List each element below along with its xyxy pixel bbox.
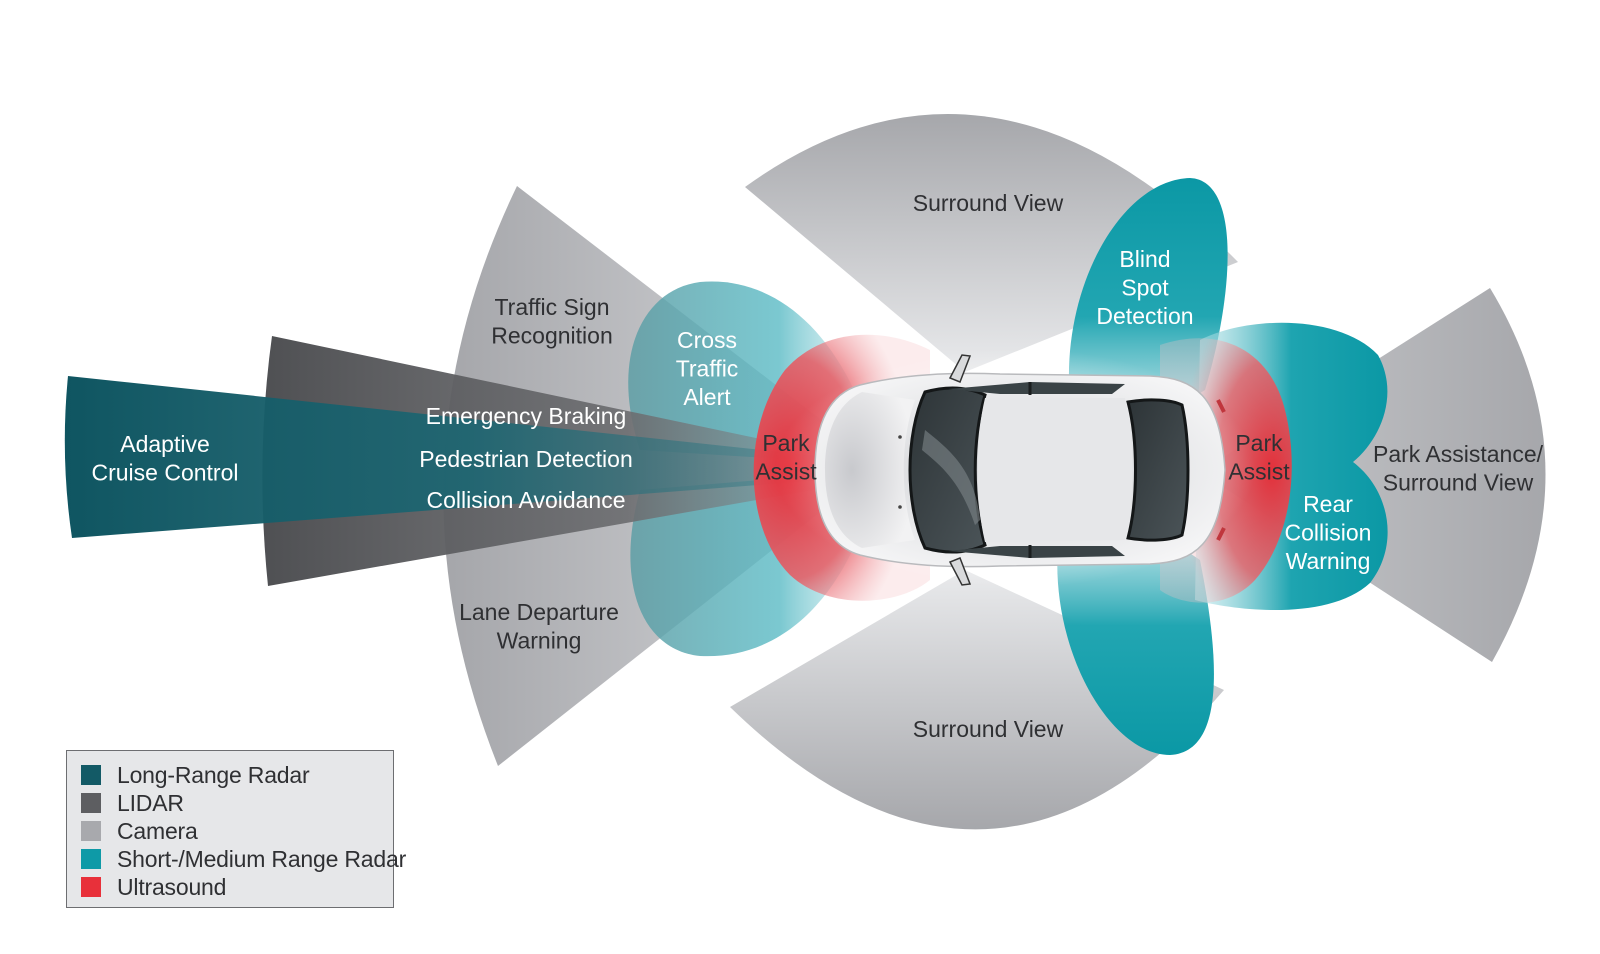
legend-item-ultrasound: Ultrasound — [81, 873, 393, 901]
car-tail-light-top — [1216, 399, 1226, 413]
car-tail-light-bottom — [1216, 527, 1226, 541]
legend-swatch — [81, 821, 101, 841]
legend-label: Long-Range Radar — [117, 761, 310, 788]
legend-item-short-medium-range-radar: Short-/Medium Range Radar — [81, 845, 406, 873]
label-collision-avoidance-line: Collision Avoidance — [426, 487, 625, 513]
label-collision-avoidance: Collision Avoidance — [426, 487, 625, 513]
legend-swatch — [81, 765, 101, 785]
label-park-assist-front-line: Park — [762, 430, 810, 456]
label-lane-departure-warning-line: Lane Departure — [459, 599, 619, 625]
car-windshield-reflection — [922, 430, 980, 525]
label-surround-view-top: Surround View — [913, 190, 1064, 216]
car-roof — [977, 398, 1133, 542]
label-adaptive-cruise-control-line: Adaptive — [120, 431, 210, 457]
label-adaptive-cruise-control-line: Cruise Control — [92, 460, 239, 486]
camera-rear-zone — [1200, 288, 1546, 662]
car-mirror-top — [948, 354, 972, 383]
car-mirror-bottom — [948, 557, 972, 586]
label-surround-view-bottom-line: Surround View — [913, 716, 1064, 742]
legend: Long-Range Radar LIDAR Camera Short-/Med… — [66, 750, 406, 908]
label-park-assist-rear-line: Park — [1235, 430, 1283, 456]
car-side-window-top — [948, 382, 1125, 394]
label-park-assist-front-line: Assist — [755, 459, 817, 485]
label-cross-traffic-alert-line: Traffic — [676, 356, 739, 382]
legend-swatch — [81, 849, 101, 869]
label-lane-departure-warning-line: Warning — [497, 628, 582, 654]
label-park-assist-rear-line: Assist — [1228, 459, 1290, 485]
label-rear-collision-warning-line: Collision — [1285, 520, 1372, 546]
label-cross-traffic-alert-line: Alert — [683, 384, 731, 410]
legend-label: Short-/Medium Range Radar — [117, 845, 407, 872]
label-emergency-braking-line: Emergency Braking — [426, 403, 627, 429]
legend-label: LIDAR — [117, 789, 184, 816]
car-hood — [825, 392, 915, 548]
car-rear-window — [1126, 398, 1190, 542]
label-blind-spot-detection-line: Detection — [1096, 303, 1193, 329]
label-surround-view-bottom: Surround View — [913, 716, 1064, 742]
legend-item-long-range-radar: Long-Range Radar — [81, 761, 393, 789]
legend-item-camera: Camera — [81, 817, 393, 845]
label-park-assistance-surround-view: Park Assistance/Surround View — [1373, 441, 1544, 496]
label-blind-spot-detection-line: Blind — [1119, 246, 1170, 272]
legend-label: Camera — [117, 817, 198, 844]
label-rear-collision-warning-line: Warning — [1286, 548, 1371, 574]
car-side-window-bottom — [948, 546, 1125, 558]
label-emergency-braking: Emergency Braking — [426, 403, 627, 429]
label-surround-view-top-line: Surround View — [913, 190, 1064, 216]
legend-swatch — [81, 877, 101, 897]
label-pedestrian-detection: Pedestrian Detection — [419, 446, 633, 472]
car-top-view — [814, 354, 1226, 586]
label-park-assistance-surround-view-line: Surround View — [1383, 470, 1534, 496]
label-park-assistance-surround-view-line: Park Assistance/ — [1373, 441, 1544, 467]
label-blind-spot-detection-line: Spot — [1121, 275, 1169, 301]
label-cross-traffic-alert-line: Cross — [677, 327, 737, 353]
car-sensor-dot — [898, 505, 902, 509]
legend-label: Ultrasound — [117, 873, 227, 900]
label-rear-collision-warning-line: Rear — [1303, 491, 1353, 517]
label-traffic-sign-recognition-line: Traffic Sign — [494, 294, 609, 320]
car-sensor-dot — [898, 435, 902, 439]
legend-item-lidar: LIDAR — [81, 789, 393, 817]
legend-swatch — [81, 793, 101, 813]
long-range-radar-zone — [64, 376, 876, 538]
label-traffic-sign-recognition-line: Recognition — [491, 323, 612, 349]
label-pedestrian-detection-line: Pedestrian Detection — [419, 446, 633, 472]
